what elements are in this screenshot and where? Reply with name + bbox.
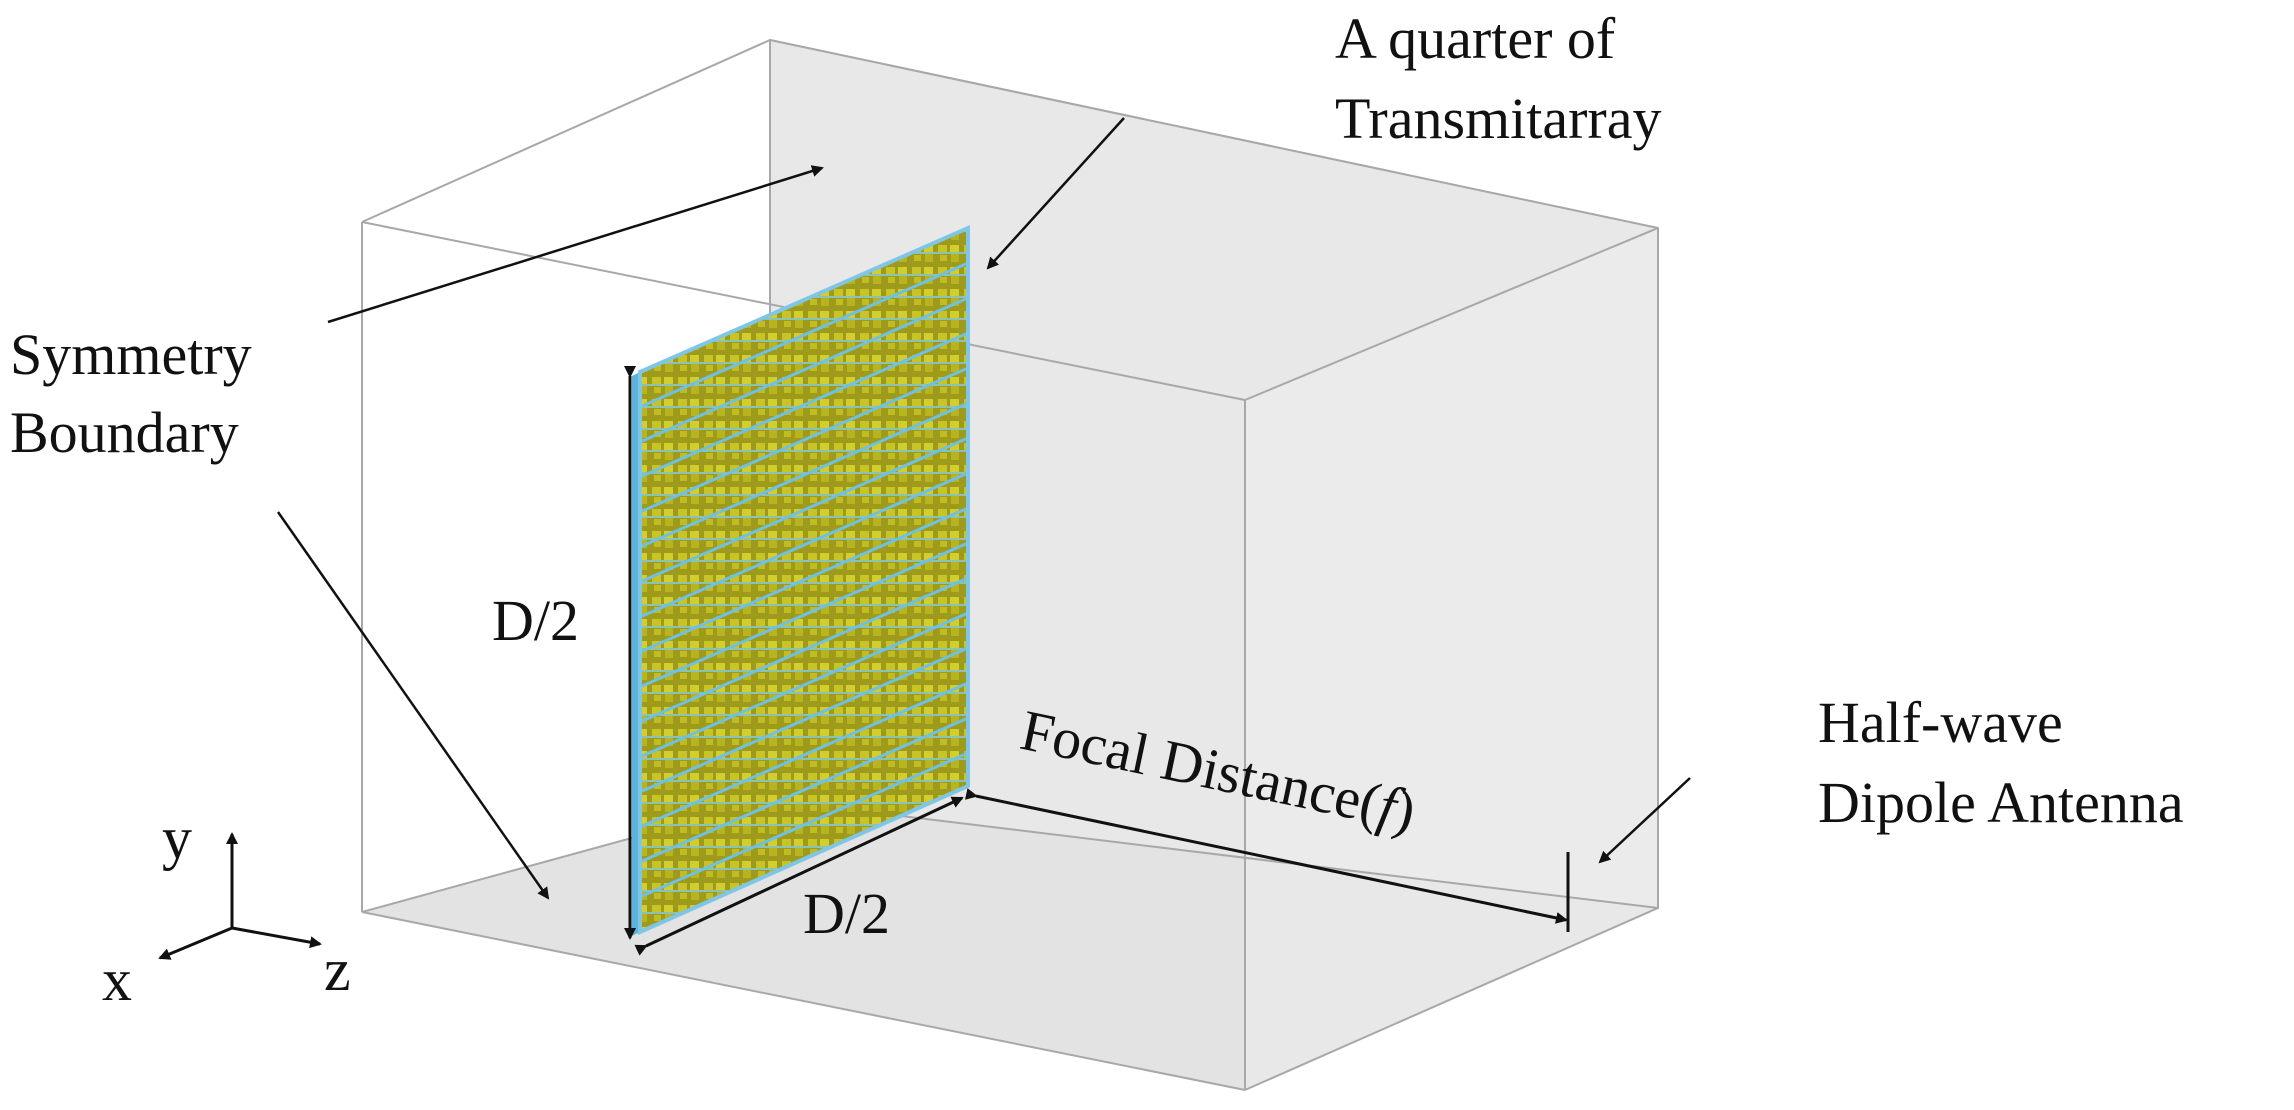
panel-cell-row — [640, 401, 968, 549]
y-axis-label: y — [162, 805, 192, 871]
transmitarray-label-line1: A quarter of — [1335, 6, 1616, 71]
panel-cell-row — [640, 646, 968, 794]
d2-vertical-label: D/2 — [492, 588, 579, 653]
transmitarray-label-line2: Transmitarray — [1335, 86, 1661, 151]
dipole-label-line2: Dipole Antenna — [1818, 770, 2184, 835]
x-axis-label: x — [102, 947, 132, 1013]
x-axis-arrow — [158, 926, 233, 960]
arrow-dipole — [1598, 777, 1691, 864]
symmetry-label-line1: Symmetry — [10, 322, 252, 387]
panel-cell-row — [640, 331, 968, 479]
panel-cell-row — [640, 471, 968, 619]
transmitarray-panel — [632, 224, 970, 936]
d2-horizontal-label: D/2 — [803, 881, 890, 946]
panel-cell-row — [640, 436, 968, 584]
dipole-label-line1: Half-wave — [1818, 690, 2063, 755]
arrow-symmetry-floor — [276, 511, 550, 900]
panel-cell-row — [640, 261, 968, 409]
z-axis-label: z — [324, 937, 351, 1003]
coordinate-axes — [158, 832, 322, 960]
arrow-transmitarray — [986, 117, 1125, 270]
panel-cell-row — [640, 541, 968, 689]
arrow-symmetry-top — [327, 165, 824, 324]
panel-cell-row — [640, 576, 968, 724]
z-axis-arrow — [231, 926, 322, 949]
d2-vertical-dimension: D/2 — [492, 366, 636, 940]
simulation-box — [361, 38, 1659, 1091]
panel-cell-row — [640, 366, 968, 514]
symmetry-label-line2: Boundary — [10, 400, 239, 465]
panel-cell-row — [640, 506, 968, 654]
d2-horizontal-dimension: D/2 — [634, 796, 964, 956]
callout-arrows — [276, 117, 1691, 900]
panel-cell-row — [640, 611, 968, 759]
panel-cell-row — [640, 296, 968, 444]
